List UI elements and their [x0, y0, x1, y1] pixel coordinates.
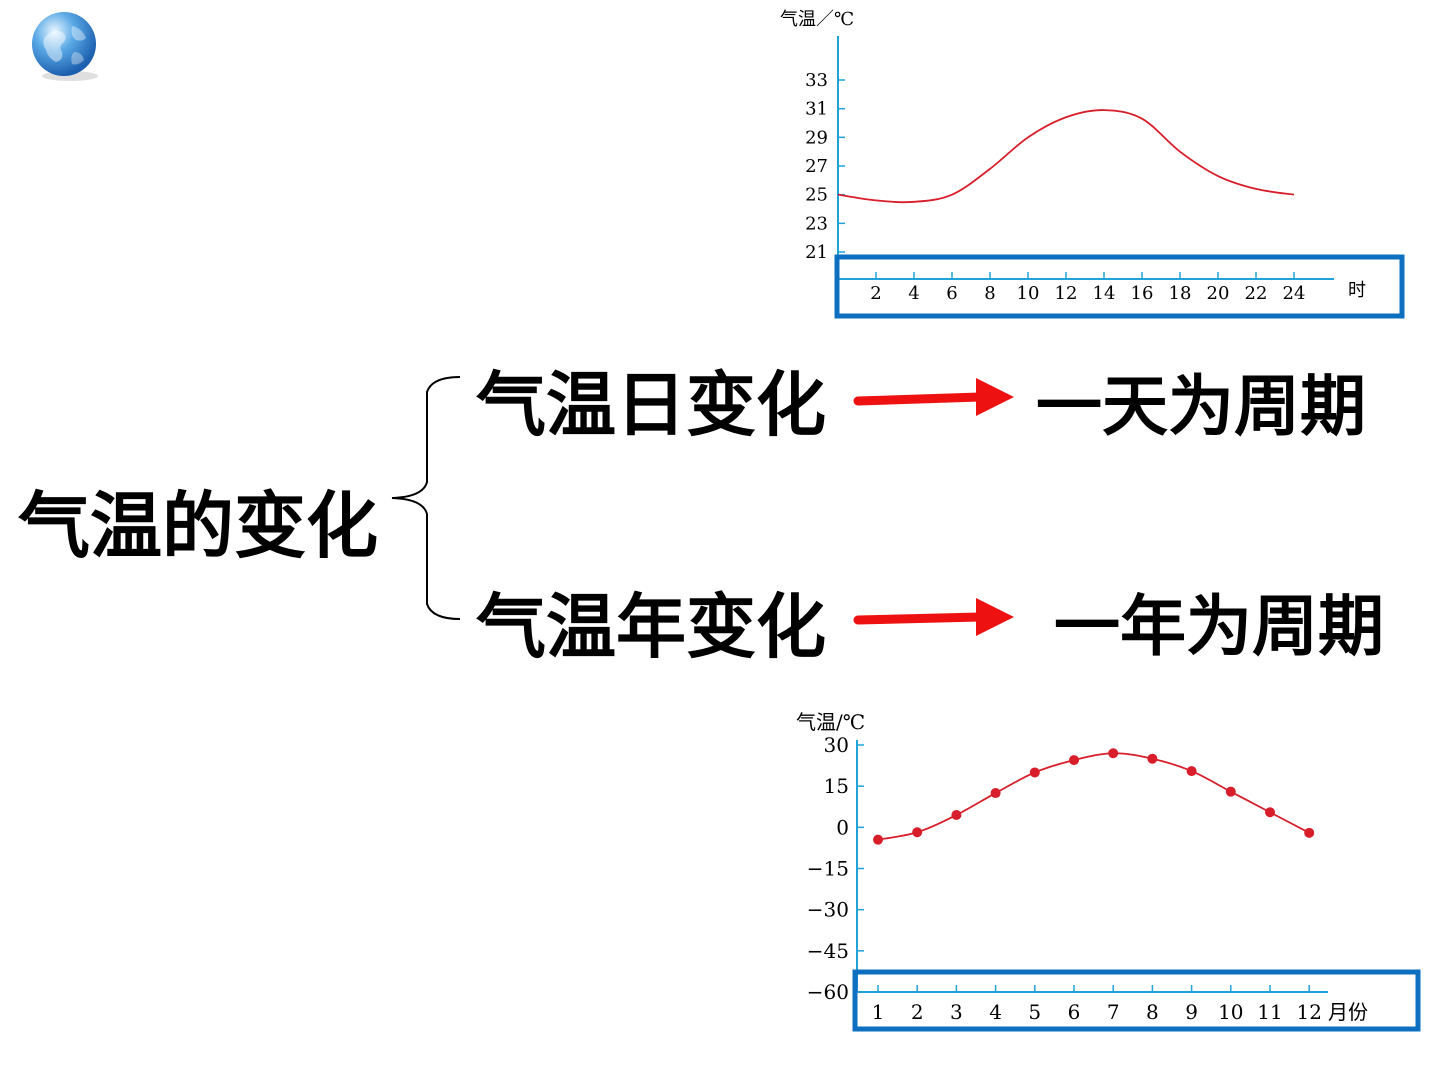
annual-x-axis-label: 月份 [1328, 1000, 1368, 1024]
annual-x-tick-label: 8 [1146, 1000, 1159, 1024]
daily-y-tick-label: 21 [805, 242, 828, 263]
annual-data-point [1029, 767, 1040, 778]
annual-y-tick-label: −60 [807, 980, 849, 1004]
annual-x-tick-label: 10 [1218, 1000, 1243, 1024]
annual-x-tick-label: 1 [872, 1000, 885, 1024]
daily-period-text: 一天为周期 [1036, 368, 1366, 445]
daily-temperature-line [837, 109, 1295, 204]
daily-x-tick-label: 10 [1017, 283, 1040, 304]
annual-data-point [1069, 755, 1079, 766]
main-title: 气温的变化 [18, 484, 379, 568]
daily-y-tick-label: 31 [805, 99, 828, 120]
daily-x-tick-label: 22 [1245, 283, 1268, 304]
annual-y-tick-label: −45 [807, 939, 849, 963]
annual-x-tick-label: 7 [1107, 1000, 1120, 1024]
annual-data-point [1265, 807, 1275, 818]
annual-temperature-line [877, 752, 1310, 841]
daily-y-axis-label: 气温／℃ [780, 9, 854, 30]
annual-x-axis-highlight-box [852, 969, 1421, 1032]
daily-variation-label: 气温日变化 [476, 364, 826, 446]
daily-arrow [853, 378, 1014, 416]
annual-x-tick-label: 12 [1296, 1000, 1321, 1024]
daily-x-tick-label: 2 [870, 283, 881, 304]
annual-x-tick-label: 9 [1185, 1000, 1198, 1024]
annual-data-point [873, 834, 883, 845]
daily-x-tick-label: 8 [984, 283, 995, 304]
daily-y-tick-label: 29 [805, 127, 828, 148]
daily-x-tick-label: 18 [1169, 283, 1192, 304]
annual-data-point [912, 827, 923, 838]
annual-data-point [1147, 753, 1158, 764]
annual-data-point [990, 788, 1001, 799]
annual-data-point [1225, 786, 1236, 797]
daily-x-tick-label: 4 [908, 283, 919, 304]
annual-variation-label: 气温年变化 [476, 586, 826, 668]
globe-icon [32, 12, 98, 81]
annual-x-tick-label: 6 [1068, 1000, 1081, 1024]
annual-x-tick-label: 2 [911, 1000, 924, 1024]
daily-y-tick-label: 33 [805, 70, 828, 91]
annual-x-tick-label: 3 [950, 1000, 963, 1024]
daily-y-tick-label: 23 [805, 213, 828, 234]
annual-y-axis-label: 气温/℃ [796, 710, 865, 734]
annual-x-tick-label: 4 [989, 1000, 1002, 1024]
daily-x-tick-label: 16 [1131, 283, 1154, 304]
annual-x-tick-label: 5 [1028, 1000, 1041, 1024]
daily-x-tick-label: 14 [1093, 283, 1116, 304]
annual-data-point [1304, 827, 1315, 838]
annual-period-text: 一年为周期 [1054, 588, 1384, 665]
annual-y-tick-label: 15 [824, 774, 849, 798]
annual-arrow [853, 598, 1014, 636]
daily-x-tick-label: 12 [1055, 283, 1078, 304]
daily-y-tick-label: 27 [805, 156, 828, 177]
daily-x-axis-highlight-box [834, 254, 1405, 319]
daily-x-tick-label: 20 [1207, 283, 1230, 304]
daily-y-tick-label: 25 [805, 185, 828, 206]
annual-y-tick-label: 30 [824, 733, 849, 757]
annual-data-point [1186, 766, 1197, 777]
annual-data-point [1108, 748, 1119, 759]
annual-y-tick-label: −30 [807, 898, 849, 922]
annual-y-tick-label: −15 [807, 857, 849, 881]
daily-x-tick-label: 6 [946, 283, 957, 304]
daily-x-tick-label: 24 [1283, 283, 1306, 304]
annual-x-tick-label: 11 [1257, 1000, 1282, 1024]
daily-x-axis-label: 时 [1348, 280, 1366, 301]
annual-data-point [951, 809, 962, 820]
annual-y-tick-label: 0 [836, 815, 849, 839]
